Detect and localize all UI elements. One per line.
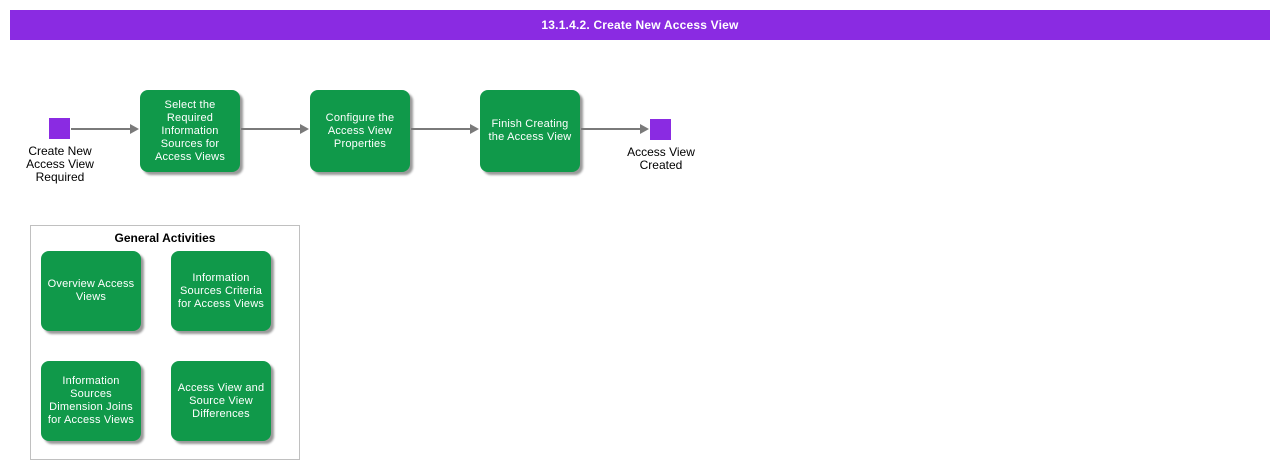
flow-arrow-line [241, 128, 301, 130]
flow-arrowhead-icon [300, 124, 309, 134]
activity-label: Overview Access Views [47, 278, 135, 303]
start-event-marker [49, 118, 70, 139]
end-event-marker [650, 119, 671, 140]
flow-arrow-line [581, 128, 641, 130]
flow-arrowhead-icon [640, 124, 649, 134]
activity-label: Information Sources Criteria for Access … [177, 271, 265, 310]
start-event-label: Create New Access View Required [26, 144, 94, 184]
flow-step-label: Select the Required Information Sources … [154, 98, 226, 163]
flow-arrowhead-icon [130, 124, 139, 134]
activity-label: Access View and Source View Differences [177, 381, 265, 420]
activity-label: Information Sources Dimension Joins for … [47, 375, 135, 426]
flow-arrow-line [71, 128, 131, 130]
flow-step-configure-properties[interactable]: Configure the Access View Properties [310, 90, 410, 172]
page-title: 13.1.4.2. Create New Access View [541, 18, 739, 32]
general-activities-panel: General Activities Overview Access Views… [30, 225, 300, 460]
flow-arrow-line [411, 128, 471, 130]
activity-overview-access-views[interactable]: Overview Access Views [41, 251, 141, 331]
flow-step-finish-creating[interactable]: Finish Creating the Access View [480, 90, 580, 172]
end-event-label: Access View Created [627, 145, 695, 172]
flow-step-label: Configure the Access View Properties [325, 111, 395, 150]
activity-view-differences[interactable]: Access View and Source View Differences [171, 361, 271, 441]
page-title-banner: 13.1.4.2. Create New Access View [10, 10, 1270, 40]
activity-dimension-joins[interactable]: Information Sources Dimension Joins for … [41, 361, 141, 441]
flow-step-select-information-sources[interactable]: Select the Required Information Sources … [140, 90, 240, 172]
activity-information-sources-criteria[interactable]: Information Sources Criteria for Access … [171, 251, 271, 331]
general-activities-title: General Activities [114, 231, 216, 245]
flow-step-label: Finish Creating the Access View [488, 118, 572, 143]
flow-arrowhead-icon [470, 124, 479, 134]
